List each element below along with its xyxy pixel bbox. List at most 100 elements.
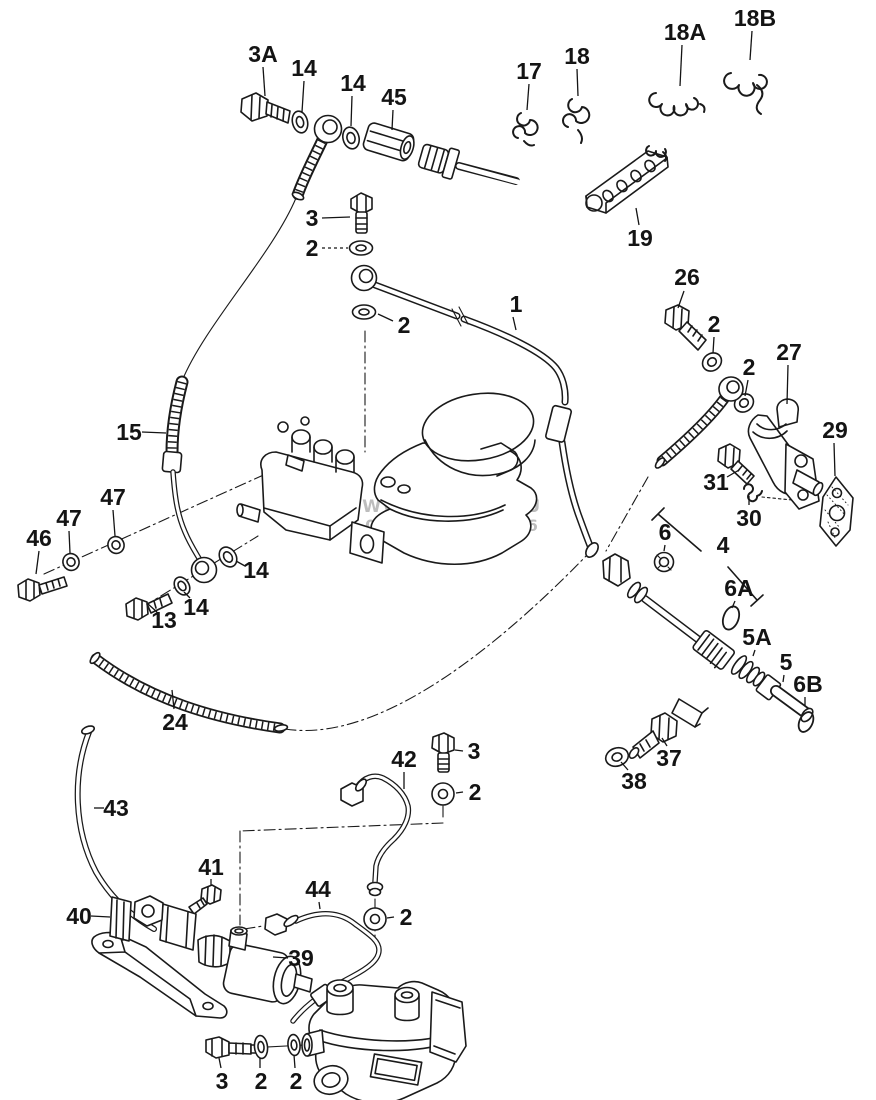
callout-3-9[interactable]: 3: [306, 205, 319, 231]
leader-line-37-37: [661, 737, 668, 747]
part-3a-union-bolt: [240, 92, 291, 124]
part-14-washer-c: [173, 576, 191, 596]
part-14-washer-b: [341, 126, 361, 150]
leader-line-14-25: [183, 591, 191, 599]
part-30-clip: [743, 483, 763, 503]
part-18a-clip: [648, 92, 706, 117]
leader-line-2-47: [293, 1054, 296, 1069]
callout-27-16[interactable]: 27: [776, 339, 802, 365]
callout-40-30[interactable]: 40: [66, 903, 92, 929]
leader-line-5-43: [782, 674, 785, 683]
part-45-union-sleeve: [362, 122, 415, 162]
part-2-washer-bottom-a: [253, 1034, 269, 1060]
callout-41-29[interactable]: 41: [198, 854, 224, 880]
leader-line-18-5: [576, 68, 579, 97]
construction-lines: [43, 197, 793, 1050]
callout-14-2[interactable]: 14: [340, 70, 366, 96]
callout-14-25[interactable]: 14: [183, 594, 209, 620]
part-4-line-assembly: [602, 507, 815, 733]
leader-line-31-18: [726, 469, 740, 478]
part-6-grommet: [653, 551, 675, 573]
callout-47-21[interactable]: 47: [100, 484, 126, 510]
callout-2-46[interactable]: 2: [255, 1068, 268, 1094]
callout-14-26[interactable]: 14: [243, 557, 269, 583]
callout-37-37[interactable]: 37: [656, 745, 682, 771]
callout-31-18[interactable]: 31: [703, 469, 729, 495]
callout-layer: 3A141445171818A18B1932212622272931301547…: [26, 5, 848, 1094]
callout-30-19[interactable]: 30: [736, 505, 762, 531]
leader-line-3-9: [321, 216, 351, 219]
callout-19-8[interactable]: 19: [627, 225, 653, 251]
callout-2-36[interactable]: 2: [400, 904, 413, 930]
callout-2-10[interactable]: 2: [306, 235, 319, 261]
leader-line-45-3: [391, 109, 394, 131]
leader-line-40-30: [90, 915, 111, 918]
part-18b-clip: [723, 72, 768, 115]
callout-5A-42[interactable]: 5A: [742, 624, 771, 650]
leader-line-27-16: [786, 364, 789, 405]
callout-2-35[interactable]: 2: [469, 779, 482, 805]
callout-3-45[interactable]: 3: [216, 1068, 229, 1094]
leader-line-47-21: [112, 509, 116, 537]
callout-6B-44[interactable]: 6B: [793, 671, 822, 697]
callout-38-38[interactable]: 38: [621, 768, 647, 794]
callout-2-11[interactable]: 2: [398, 312, 411, 338]
part-fuel-pipe-end: [417, 143, 521, 185]
callout-14-1[interactable]: 14: [291, 55, 317, 81]
part-17-clip: [512, 112, 539, 147]
leader-line-18A-6: [679, 44, 683, 87]
callout-46-23[interactable]: 46: [26, 525, 52, 551]
part-throttle-body-assembly: [236, 392, 538, 565]
callout-18B-7[interactable]: 18B: [734, 5, 776, 31]
part-6b-oring: [797, 711, 815, 733]
callout-18A-6[interactable]: 18A: [664, 19, 706, 45]
leader-line-2-11: [377, 313, 394, 322]
group-bracket-4: [651, 507, 764, 607]
leader-line-38-38: [620, 761, 629, 771]
leader-line-2-36: [386, 916, 395, 919]
callout-39-32[interactable]: 39: [288, 945, 314, 971]
callout-18-5[interactable]: 18: [564, 43, 590, 69]
leader-line-3-45: [218, 1057, 222, 1069]
callout-13-24[interactable]: 13: [151, 607, 177, 633]
callout-24-27[interactable]: 24: [162, 709, 188, 735]
part-38-washer: [604, 746, 630, 768]
callout-4-40[interactable]: 4: [717, 532, 730, 558]
callout-6-39[interactable]: 6: [659, 519, 672, 545]
callout-47-22[interactable]: 47: [56, 505, 82, 531]
part-26-union-bolt: [664, 304, 707, 351]
callout-17-4[interactable]: 17: [516, 58, 542, 84]
callout-26-13[interactable]: 26: [674, 264, 700, 290]
callout-2-47[interactable]: 2: [290, 1068, 303, 1094]
part-41-bolt: [188, 884, 222, 915]
callout-2-14[interactable]: 2: [708, 311, 721, 337]
part-6a-oring: [721, 605, 741, 631]
leader-line-24-27: [171, 689, 175, 710]
part-2-washer-mid: [351, 304, 377, 320]
leader-line-2-15: [744, 379, 749, 397]
callout-44-31[interactable]: 44: [305, 876, 331, 902]
leader-line-17-4: [526, 83, 530, 111]
callout-5-43[interactable]: 5: [780, 649, 793, 675]
callout-29-17[interactable]: 29: [822, 417, 848, 443]
callout-3A-0[interactable]: 3A: [248, 41, 277, 67]
callout-15-20[interactable]: 15: [116, 419, 142, 445]
part-2-washer-right-a: [701, 352, 723, 372]
leader-line-19-8: [635, 207, 640, 226]
callout-43-28[interactable]: 43: [103, 795, 129, 821]
callout-1-12[interactable]: 1: [510, 291, 523, 317]
callout-6A-41[interactable]: 6A: [724, 575, 753, 601]
callout-3-34[interactable]: 3: [468, 738, 481, 764]
callout-42-33[interactable]: 42: [391, 746, 417, 772]
part-1-fuel-pipe: [350, 264, 599, 558]
leader-line-39-32: [272, 956, 289, 959]
part-14-washer-a: [291, 110, 309, 134]
part-39-damper: [133, 895, 313, 1005]
leader-line-5A-42: [752, 649, 756, 657]
part-27-banjo-hose: [654, 376, 744, 469]
part-40-bracket: [91, 896, 228, 1019]
callout-2-15[interactable]: 2: [743, 354, 756, 380]
callout-45-3[interactable]: 45: [381, 84, 407, 110]
